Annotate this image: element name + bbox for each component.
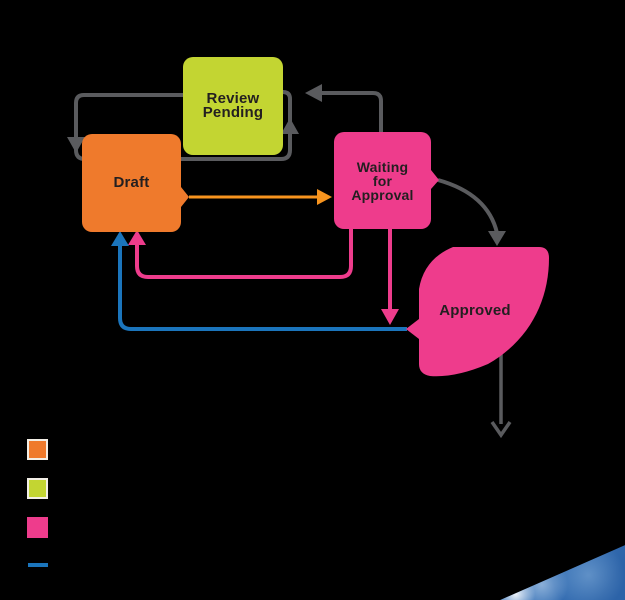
node-waiting-for-approval-label: Waiting for Approval — [351, 158, 414, 203]
loop-up-arrowhead-icon — [281, 118, 299, 134]
node-draft: Draft — [82, 134, 181, 232]
blue-up-arrowhead-icon — [111, 231, 129, 246]
node-approved-label: Approved — [439, 302, 511, 319]
edge-waiting-to-review — [322, 91, 383, 136]
left-arrowhead-icon — [305, 84, 322, 102]
approved-shape — [419, 247, 549, 377]
waiting-source-tab — [431, 170, 439, 189]
node-draft-label: Draft — [113, 174, 150, 191]
edge-waiting-to-draft — [135, 229, 353, 279]
legend-swatch-pink — [27, 517, 48, 538]
node-approved — [406, 247, 549, 377]
exit-chevron-arrowhead-icon — [490, 421, 512, 439]
legend-swatch-green — [27, 478, 48, 499]
edge-review-pending-loop — [74, 90, 292, 161]
legend-swatch-blue-line — [28, 563, 48, 567]
orange-arrowhead-icon — [317, 189, 332, 205]
loop-down-arrowhead-icon — [67, 137, 85, 153]
pink-down-arrowhead-icon — [381, 309, 399, 325]
node-waiting-for-approval: Waiting for Approval — [334, 132, 431, 229]
edge-waiting-to-approved — [437, 178, 499, 234]
node-review-pending: Review Pending — [183, 57, 283, 155]
draft-source-tab — [181, 187, 189, 207]
approved-source-tab — [406, 319, 419, 339]
pink-up-arrowhead-icon — [128, 230, 146, 245]
arc-down-arrowhead-icon — [488, 231, 506, 246]
legend-swatch-orange — [27, 439, 48, 460]
node-review-pending-label: Review Pending — [202, 90, 264, 121]
edge-approved-to-draft — [118, 245, 407, 331]
